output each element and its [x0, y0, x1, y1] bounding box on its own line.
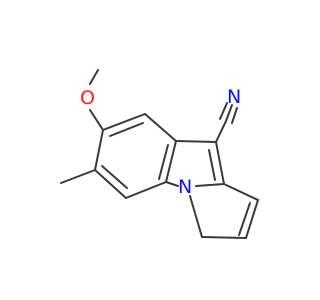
bond-c9-c9a — [215, 141, 225, 185]
bond-ring-methyl — [60, 169, 96, 184]
nitrile-nitrogen-atom: N — [227, 86, 241, 108]
bond-b3-b4-double — [158, 144, 169, 180]
ring-nitrogen-atom: N — [178, 176, 192, 198]
bond-b3-b4 — [165, 140, 177, 183]
bond-methyl-o — [89, 69, 99, 85]
bond-b1-b2-double — [109, 122, 144, 137]
bond-b5-b6-double — [101, 165, 128, 189]
bond-c9-b3 — [175, 140, 217, 143]
oxygen-atom: O — [80, 87, 95, 109]
chemical-structure: O N N — [60, 69, 259, 239]
bond-o-ring — [89, 109, 104, 131]
bond-cn-triple-1 — [225, 104, 233, 122]
bond-b2-b3 — [144, 113, 177, 142]
bond-b6-b1 — [94, 129, 104, 171]
bond-c9a-n — [195, 183, 225, 187]
bond-c9-c9a-double — [208, 149, 216, 181]
bond-c9-cn — [215, 120, 227, 143]
bond-c1-c2-double — [238, 202, 251, 236]
bond-cn-triple-3 — [231, 107, 238, 124]
bond-c3-n — [189, 195, 203, 238]
bond-b5-b6 — [94, 169, 127, 199]
bond-c2-c3 — [201, 236, 247, 239]
structure-canvas: O N N — [60, 69, 259, 239]
bond-b4-b5 — [125, 181, 167, 199]
bond-b1-b2 — [102, 113, 146, 131]
bond-n-b4 — [165, 181, 179, 187]
bond-c9a-c1 — [223, 183, 259, 201]
bond-cn-triple-2 — [219, 102, 228, 120]
bond-c1-c2 — [245, 199, 259, 239]
